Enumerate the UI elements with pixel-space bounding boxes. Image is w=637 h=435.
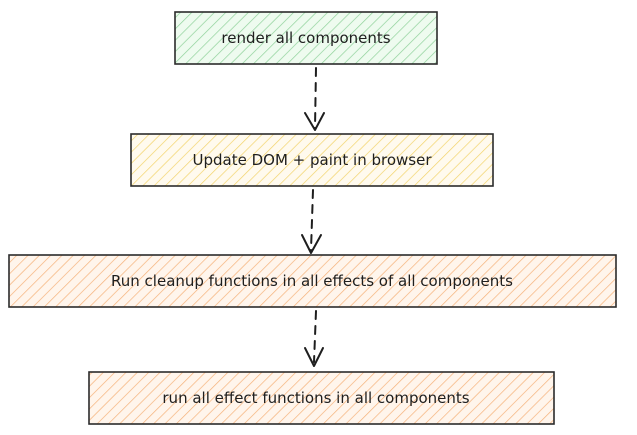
node-hatch: [9, 255, 616, 307]
node-label: Update DOM + paint in browser: [193, 151, 433, 169]
node-update-dom: Update DOM + paint in browser: [130, 133, 494, 187]
node-label: run all effect functions in all componen…: [162, 389, 469, 407]
arrow-head: [304, 112, 325, 131]
node-render-all-components: render all components: [174, 11, 438, 65]
arrow-head: [301, 234, 322, 254]
arrow-shaft: [314, 67, 317, 129]
node-border: [8, 254, 617, 308]
arrow-2-to-3: [301, 189, 322, 254]
node-run-cleanup: Run cleanup functions in all effects of …: [8, 254, 617, 308]
node-hatch: [175, 12, 437, 64]
node-hatch: [89, 372, 554, 424]
arrow-3-to-4: [304, 310, 324, 367]
node-border: [88, 371, 555, 425]
node-label: render all components: [221, 29, 390, 47]
node-run-effects: run all effect functions in all componen…: [88, 371, 555, 425]
arrow-1-to-2: [304, 67, 325, 131]
node-border: [130, 133, 494, 187]
node-hatch: [131, 134, 493, 186]
node-border: [174, 11, 438, 65]
arrow-shaft: [313, 310, 317, 363]
node-label: Run cleanup functions in all effects of …: [111, 272, 513, 290]
arrow-head: [304, 347, 324, 367]
arrow-shaft: [310, 189, 314, 251]
